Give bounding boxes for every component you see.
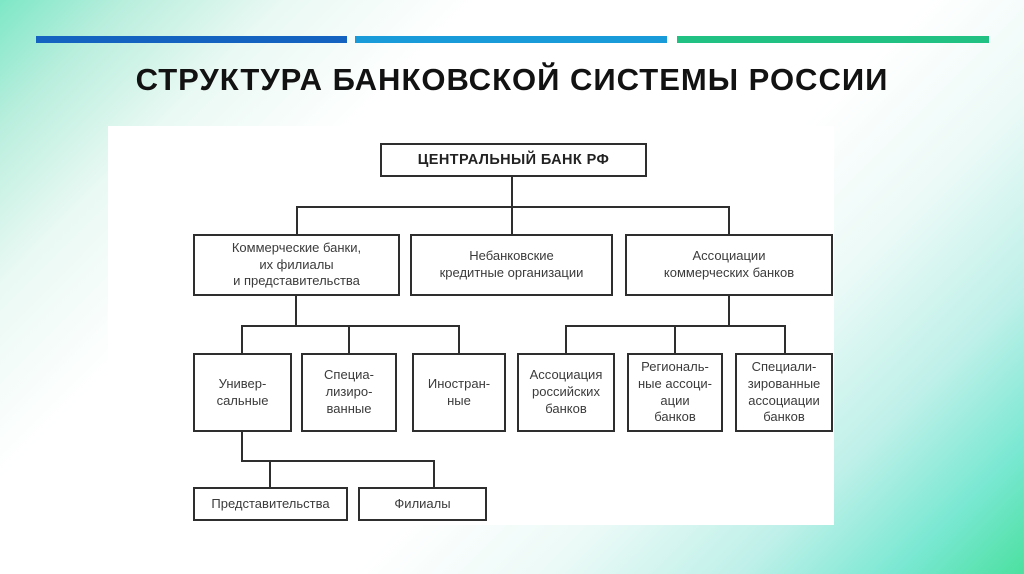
connector-to-representations: [269, 460, 271, 487]
connector-to-foreign: [458, 325, 460, 353]
connector-universal-down: [241, 432, 243, 462]
connector-to-spec-assoc: [784, 325, 786, 353]
connector-bottom-horizontal: [241, 460, 435, 462]
node-commercial-banks-label: Коммерческие банки, их филиалы и предста…: [231, 239, 362, 289]
node-nonbank-credit-orgs-label: Небанковские кредитные организации: [439, 248, 584, 280]
node-associations-label: Ассоциации коммерческих банков: [663, 248, 795, 280]
node-branches-label: Филиалы: [394, 495, 451, 511]
connector-associations-down: [728, 296, 730, 327]
node-commercial-banks: Коммерческие банки, их филиалы и предста…: [193, 234, 400, 296]
accent-bar-light-blue: [355, 36, 667, 43]
node-universal-banks-label: Универ- сальные: [216, 375, 269, 408]
node-universal-banks: Универ- сальные: [193, 353, 292, 432]
node-representations-label: Представительства: [211, 495, 330, 511]
connector-left-horizontal: [241, 325, 460, 327]
connector-level2-horizontal: [296, 206, 730, 208]
node-associations: Ассоциации коммерческих банков: [625, 234, 833, 296]
node-foreign-banks: Иностран- ные: [412, 353, 506, 432]
node-foreign-banks-label: Иностран- ные: [427, 375, 491, 408]
connector-to-regional: [674, 325, 676, 353]
node-central-bank-label: ЦЕНТРАЛЬНЫЙ БАНК РФ: [417, 151, 610, 168]
connector-to-commercial: [296, 206, 298, 234]
node-specialized-associations-label: Специали- зированные ассоциации банков: [747, 358, 821, 425]
node-regional-associations-label: Региональ- ные ассоци- ации банков: [637, 358, 712, 425]
node-regional-associations: Региональ- ные ассоци- ации банков: [627, 353, 723, 432]
slide-title: СТРУКТУРА БАНКОВСКОЙ СИСТЕМЫ РОССИИ: [135, 62, 889, 97]
node-branches: Филиалы: [358, 487, 487, 521]
connector-to-assoc-russian: [565, 325, 567, 353]
accent-bar-green: [677, 36, 989, 43]
connector-commercial-down: [295, 296, 297, 327]
diagram-panel: ЦЕНТРАЛЬНЫЙ БАНК РФ Коммерческие банки, …: [108, 126, 834, 525]
accent-bar-dark-blue: [36, 36, 347, 43]
connector-to-specialized: [348, 325, 350, 353]
node-central-bank: ЦЕНТРАЛЬНЫЙ БАНК РФ: [380, 143, 647, 177]
node-specialized-banks-label: Специа- лизиро- ванные: [324, 367, 374, 416]
node-association-russian-banks: Ассоциация российских банков: [517, 353, 615, 432]
node-representations: Представительства: [193, 487, 348, 521]
node-specialized-banks: Специа- лизиро- ванные: [301, 353, 397, 432]
node-specialized-associations: Специали- зированные ассоциации банков: [735, 353, 833, 432]
connector-to-universal: [241, 325, 243, 353]
node-nonbank-credit-orgs: Небанковские кредитные организации: [410, 234, 613, 296]
connector-to-branches: [433, 460, 435, 487]
connector-to-associations: [728, 206, 730, 234]
connector-central-down: [511, 177, 513, 234]
node-association-russian-banks-label: Ассоциация российских банков: [529, 367, 603, 416]
